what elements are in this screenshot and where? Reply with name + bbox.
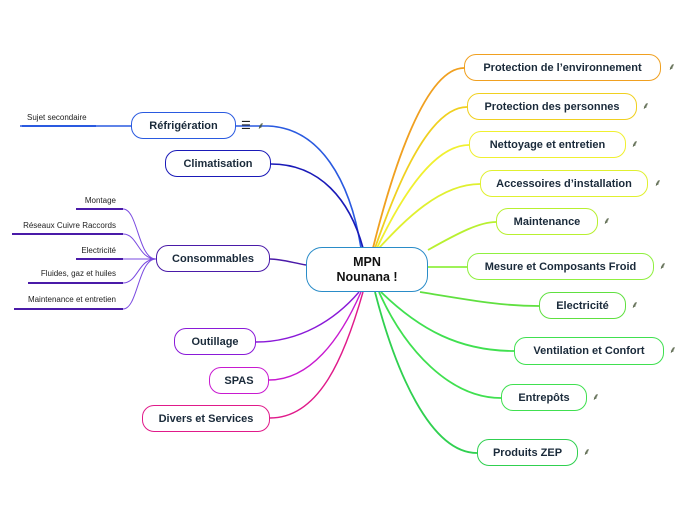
link-icon[interactable]: ⸙ xyxy=(603,216,611,227)
connector-montage xyxy=(122,208,157,260)
topic-produits-zep[interactable]: Produits ZEP xyxy=(477,439,578,466)
topic-maintenance[interactable]: Maintenance xyxy=(496,208,598,235)
topic-outillage[interactable]: Outillage xyxy=(174,328,256,355)
connector-maintenance-entretien xyxy=(122,258,157,310)
subtopic-sujet-secondaire[interactable]: Sujet secondaire xyxy=(27,113,87,122)
connector-entrepots xyxy=(378,291,502,399)
link-icon[interactable]: ⸙ xyxy=(659,261,667,272)
connector-maintenance xyxy=(427,221,497,251)
connector-reseaux-cuivre xyxy=(122,233,157,260)
connector-ventilation-confort xyxy=(380,291,515,352)
link-icon[interactable]: ⸙ xyxy=(668,62,676,73)
connector-refrigeration xyxy=(236,125,362,249)
connector-accessoires-installation xyxy=(378,183,481,249)
subtopic-montage[interactable]: Montage xyxy=(84,196,116,205)
link-icon[interactable]: ⸙ xyxy=(669,345,677,356)
link-icon[interactable]: ⸙ xyxy=(631,300,639,311)
topic-protection-environnement[interactable]: Protection de l’environnement xyxy=(464,54,661,81)
notes-icon[interactable]: ☰ xyxy=(241,120,251,132)
subtopic-fluides-gaz-huiles[interactable]: Fluides, gaz et huiles xyxy=(40,269,116,278)
connector-protection-personnes xyxy=(374,106,468,249)
topic-protection-personnes[interactable]: Protection des personnes xyxy=(467,93,637,120)
link-icon[interactable]: ⸙ xyxy=(631,139,639,150)
link-icon[interactable]: ⸙ xyxy=(654,178,662,189)
topic-accessoires-installation[interactable]: Accessoires d’installation xyxy=(480,170,648,197)
link-icon[interactable]: ⸙ xyxy=(583,447,591,458)
topic-climatisation[interactable]: Climatisation xyxy=(165,150,271,177)
link-icon[interactable]: ⸙ xyxy=(642,101,650,112)
topic-electricite[interactable]: Electricité xyxy=(539,292,626,319)
connector-climatisation xyxy=(270,163,364,249)
topic-refrigeration[interactable]: Réfrigération xyxy=(131,112,236,139)
topic-mesure-composants-froid[interactable]: Mesure et Composants Froid xyxy=(467,253,654,280)
connector-protection-environnement xyxy=(372,67,465,249)
connector-divers-services xyxy=(269,291,364,419)
connector-outillage xyxy=(255,291,360,343)
subtopic-electricite[interactable]: Electricité xyxy=(81,246,116,255)
central-topic-line1: MPN xyxy=(353,254,381,269)
link-icon[interactable]: ⸙ xyxy=(592,392,600,403)
connector-consommables xyxy=(269,258,307,266)
connector-electricite xyxy=(419,291,540,307)
topic-divers-services[interactable]: Divers et Services xyxy=(142,405,270,432)
topic-spas[interactable]: SPAS xyxy=(209,367,269,394)
subtopic-maintenance-entretien[interactable]: Maintenance et entretien xyxy=(27,295,116,304)
connector-produits-zep xyxy=(374,291,478,454)
topic-entrepots[interactable]: Entrepôts xyxy=(501,384,587,411)
topic-ventilation-confort[interactable]: Ventilation et Confort xyxy=(514,337,664,365)
subtopic-reseaux-cuivre[interactable]: Réseaux Cuivre Raccords xyxy=(23,221,116,230)
topic-nettoyage-entretien[interactable]: Nettoyage et entretien xyxy=(469,131,626,158)
connector-spas xyxy=(268,291,362,381)
central-topic-line2: Nounana ! xyxy=(336,269,398,284)
connector-nettoyage-entretien xyxy=(376,144,470,249)
link-icon[interactable]: ⸙ xyxy=(257,121,265,132)
topic-consommables[interactable]: Consommables xyxy=(156,245,270,272)
central-topic[interactable]: MPN Nounana ! xyxy=(306,247,428,292)
